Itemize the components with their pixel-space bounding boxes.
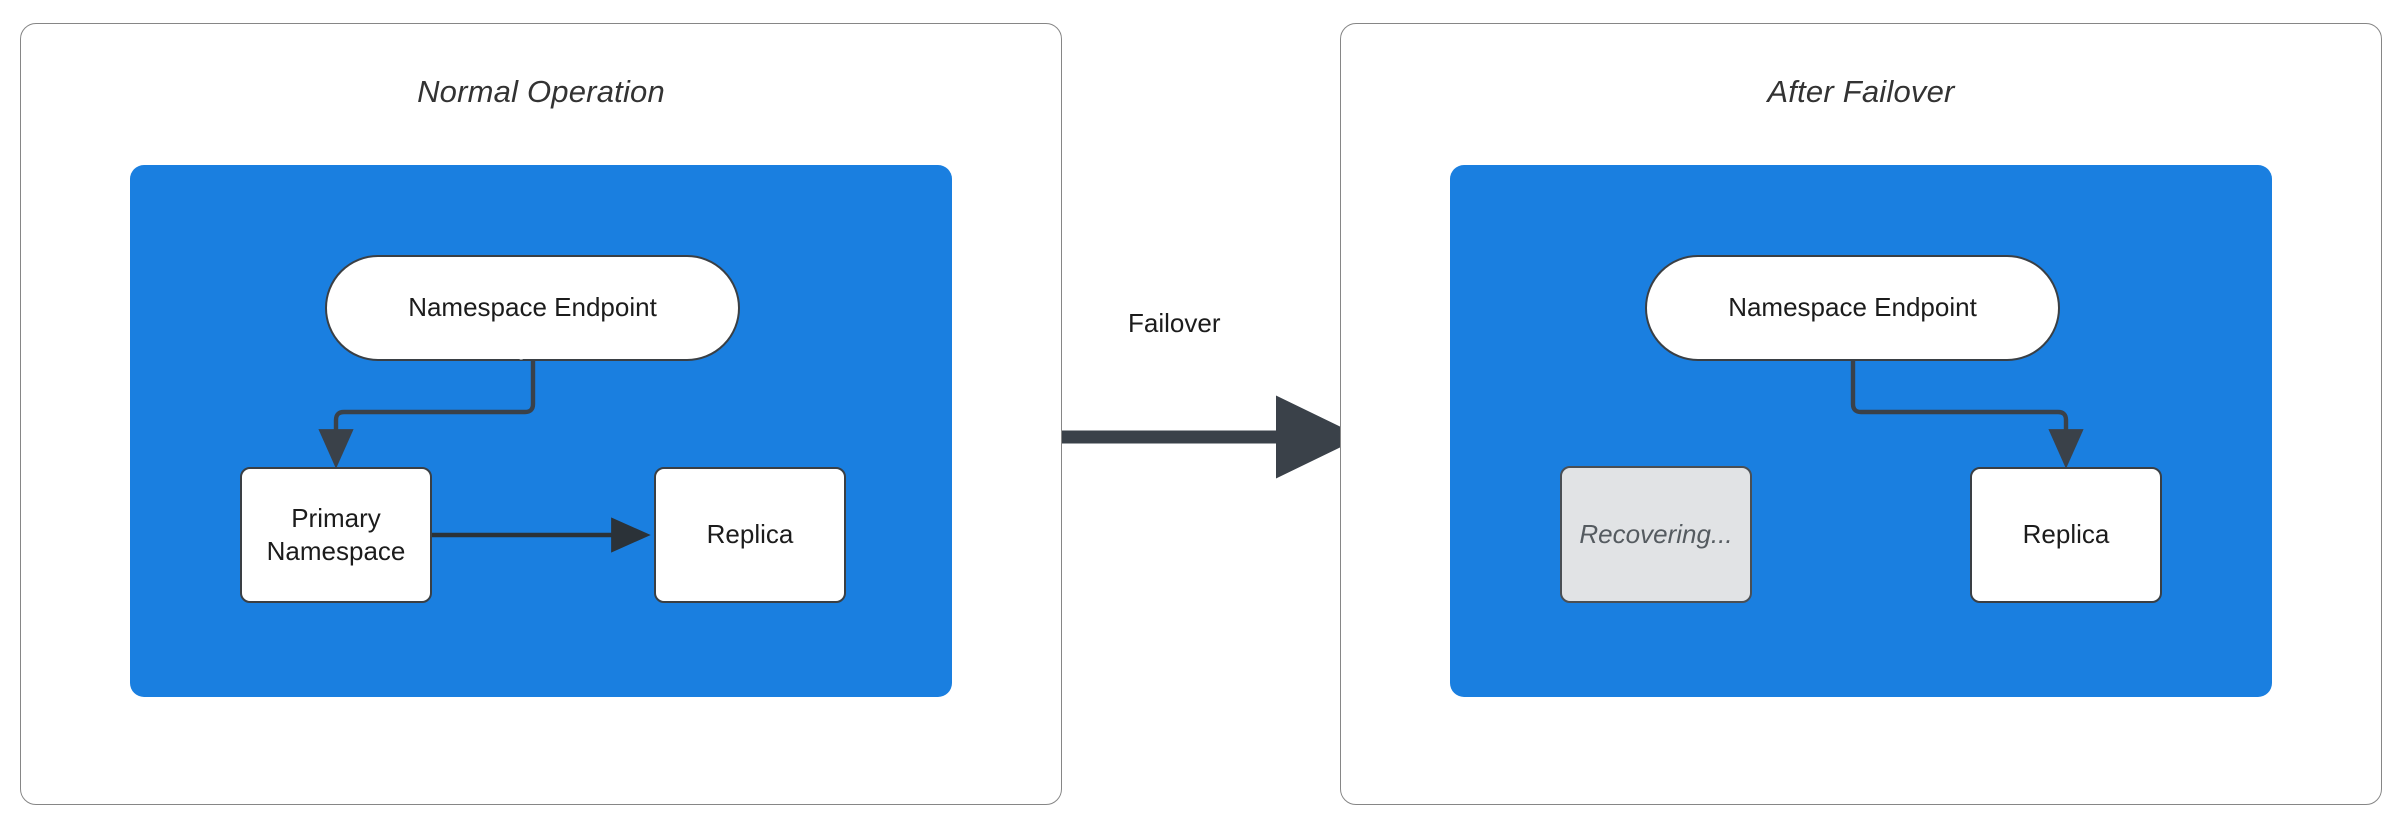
node-recovering[interactable]: Recovering... [1560, 466, 1752, 603]
node-label: Replica [706, 519, 794, 550]
node-label-line1: Primary [291, 502, 381, 533]
node-replica-right[interactable]: Replica [1970, 467, 2162, 603]
node-namespace-endpoint-right[interactable]: Namespace Endpoint [1645, 255, 2060, 361]
edge-label-data-replication: Data Replication [440, 337, 605, 360]
node-label: Recovering... [1579, 518, 1733, 549]
node-namespace-endpoint-left[interactable]: Namespace Endpoint [325, 255, 740, 361]
node-label: Namespace Endpoint [1728, 292, 1977, 323]
blue-region-normal-operation [130, 165, 952, 697]
node-replica-left[interactable]: Replica [654, 467, 846, 603]
node-label-line2: Namespace [266, 536, 406, 566]
failover-label: Failover [1128, 308, 1221, 338]
node-label: Replica [2022, 519, 2110, 550]
panel-title-normal-operation: Normal Operation [417, 74, 665, 109]
node-label: Namespace Endpoint [408, 292, 657, 323]
panel-title-after-failover: After Failover [1767, 74, 1955, 109]
blue-region-after-failover [1450, 165, 2272, 697]
